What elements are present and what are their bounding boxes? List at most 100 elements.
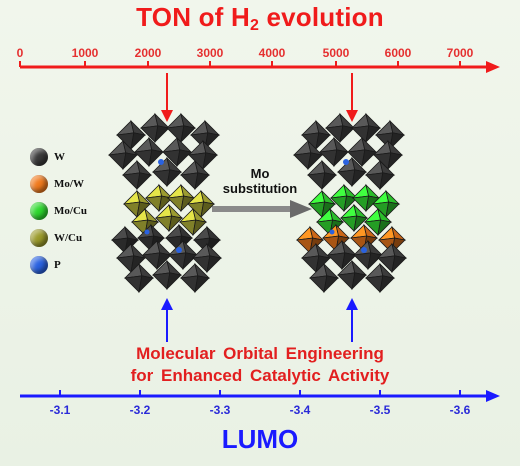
legend-item-p: P — [30, 254, 61, 276]
legend-ball-icon — [30, 148, 48, 166]
phosphorus-atom — [343, 159, 349, 165]
caption-line1: Molecular Orbital Engineering — [136, 344, 384, 363]
phosphorus-atom — [158, 159, 164, 165]
legend-ball-icon — [30, 202, 48, 220]
substitution-label: Mo substitution — [212, 166, 308, 196]
ton-title-text: TON of H — [136, 2, 250, 32]
ton-pointer-right — [346, 73, 358, 122]
tungsten-octahedron — [156, 252, 172, 271]
substitution-label-line2: substitution — [222, 181, 298, 196]
ton-title-subscript: 2 — [249, 17, 260, 34]
tungsten-octahedron — [166, 272, 182, 291]
core-octahedron — [365, 195, 380, 213]
ton-axis-tick-label: 5000 — [322, 46, 350, 60]
tungsten-octahedron — [194, 275, 210, 294]
ton-axis-arrowhead — [486, 61, 500, 73]
lumo-axis-tick-label: -3.5 — [369, 403, 391, 417]
core-octahedron — [200, 201, 215, 219]
ton-axis-tick-label: 7000 — [446, 46, 474, 60]
phosphorus-atom — [176, 247, 182, 253]
lumo-pointer-left — [161, 298, 173, 342]
tungsten-octahedron — [130, 132, 146, 151]
ton-axis-tick-label: 4000 — [258, 46, 286, 60]
tungsten-octahedron — [361, 149, 377, 168]
ton-axis-tick-label: 0 — [16, 46, 24, 60]
ton-title: TON of H2 evolution — [0, 2, 520, 34]
core-octahedron — [377, 219, 392, 237]
lumo-axis — [20, 390, 500, 402]
substitution-arrow — [212, 200, 312, 218]
tungsten-octahedron — [138, 275, 154, 294]
tungsten-octahedron — [315, 132, 331, 151]
tungsten-octahedron — [206, 255, 222, 274]
legend-ball-icon — [30, 256, 48, 274]
tungsten-octahedron — [351, 272, 367, 291]
lumo-axis-tick-label: -3.1 — [49, 403, 71, 417]
caption-line2: for Enhanced Catalytic Activity — [130, 366, 390, 385]
lumo-axis-tick-label: -3.2 — [129, 403, 151, 417]
ton-axis-tick-label: 6000 — [384, 46, 412, 60]
phosphorus-atom — [144, 229, 150, 235]
tungsten-octahedron — [307, 152, 323, 171]
core-octahedron — [180, 195, 195, 213]
legend-label: W/Cu — [54, 232, 83, 244]
legend-item-w: W — [30, 146, 65, 168]
ton-pointer-left — [161, 73, 173, 122]
tungsten-octahedron — [333, 149, 349, 168]
core-octahedron — [343, 195, 358, 213]
lumo-axis-tick-label: -3.3 — [209, 403, 231, 417]
tungsten-octahedron — [367, 252, 383, 271]
legend-ball-icon — [30, 175, 48, 193]
substitution-label-line1: Mo — [250, 166, 270, 181]
legend-item-mo-w: Mo/W — [30, 173, 84, 195]
legend-item-w-cu: W/Cu — [30, 227, 82, 249]
lumo-title: LUMO — [221, 424, 299, 454]
ton-axis-tick-label: 3000 — [196, 46, 224, 60]
tungsten-octahedron — [351, 169, 367, 188]
core-octahedron — [192, 219, 207, 237]
tungsten-octahedron — [182, 252, 198, 271]
core-octahedron — [353, 215, 368, 233]
tungsten-octahedron — [180, 125, 196, 144]
ton-axis-tick-label: 1000 — [71, 46, 99, 60]
tungsten-octahedron — [323, 275, 339, 294]
lumo-axis-tick-label: -3.4 — [289, 403, 311, 417]
tungsten-octahedron — [321, 172, 337, 191]
phosphorus-atom — [329, 229, 335, 235]
polyoxometalate-structure-original — [107, 112, 223, 294]
tungsten-octahedron — [136, 172, 152, 191]
legend-label: Mo/W — [54, 178, 84, 190]
tungsten-octahedron — [341, 252, 357, 271]
core-octahedron — [168, 215, 183, 233]
tungsten-octahedron — [166, 169, 182, 188]
tungsten-octahedron — [202, 152, 218, 171]
tungsten-octahedron — [154, 125, 170, 144]
legend-label: Mo/Cu — [54, 205, 87, 217]
ton-axis-tick-label: 2000 — [134, 46, 162, 60]
tungsten-octahedron — [379, 172, 395, 191]
tungsten-octahedron — [148, 149, 164, 168]
core-octahedron — [385, 201, 400, 219]
tungsten-octahedron — [204, 132, 220, 151]
tungsten-octahedron — [339, 125, 355, 144]
legend-label: W — [54, 151, 65, 163]
tungsten-octahedron — [389, 132, 405, 151]
legend-item-mo-cu: Mo/Cu — [30, 200, 87, 222]
tungsten-octahedron — [365, 125, 381, 144]
tungsten-octahedron — [387, 152, 403, 171]
legend-label: P — [54, 259, 61, 271]
core-octahedron — [158, 195, 173, 213]
tungsten-octahedron — [194, 172, 210, 191]
tungsten-octahedron — [122, 152, 138, 171]
ton-axis — [19, 61, 500, 73]
lumo-axis-tick-label: -3.6 — [449, 403, 471, 417]
polyoxometalate-structure-substituted — [292, 112, 408, 294]
phosphorus-atom — [361, 247, 367, 253]
tungsten-octahedron — [391, 255, 407, 274]
tungsten-octahedron — [176, 149, 192, 168]
lumo-pointer-right — [346, 298, 358, 342]
lumo-axis-arrowhead — [486, 390, 500, 402]
ton-title-suffix: evolution — [259, 2, 384, 32]
